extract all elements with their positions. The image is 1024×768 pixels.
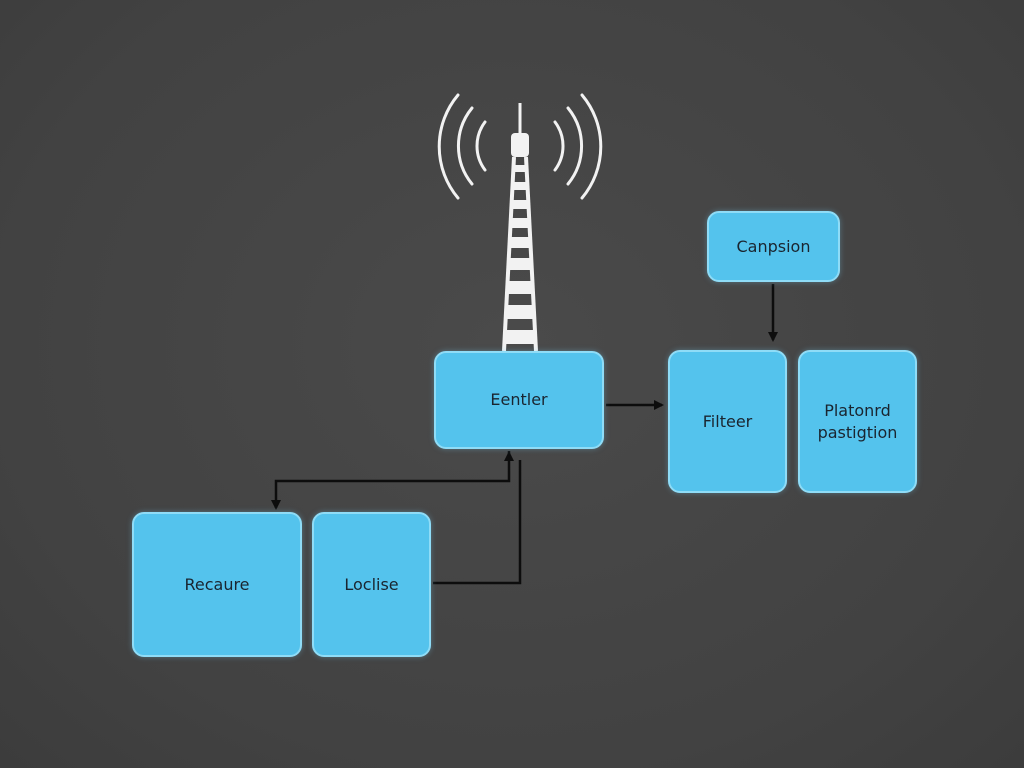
node-platform-label-line1: Platonrd (824, 400, 891, 420)
connector-center-recaure (271, 451, 511, 510)
node-local: Loclise (312, 512, 431, 657)
node-local-label: Loclise (344, 574, 399, 594)
node-center-label: Eentler (490, 390, 548, 409)
node-center: Eentler (434, 351, 604, 449)
node-recaure-label: Recaure (184, 574, 250, 594)
node-campaign-label: Canpsion (736, 236, 811, 256)
node-filter: Filteer (668, 350, 787, 493)
connector-local-center (433, 460, 522, 585)
node-campaign: Canpsion (707, 211, 840, 282)
node-platform-label: Platonrd pastigtion (818, 400, 898, 444)
node-recaure: Recaure (132, 512, 302, 657)
node-filter-label: Filteer (702, 411, 753, 431)
node-platform-label-line2: pastigtion (817, 422, 898, 442)
node-platform: Platonrd pastigtion (798, 350, 917, 493)
